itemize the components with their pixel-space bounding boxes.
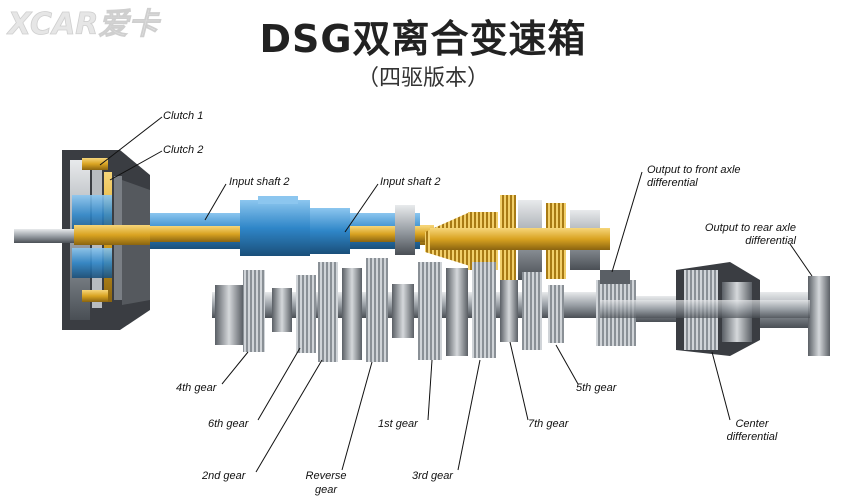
label-output-rear-line2: differential [745,235,796,247]
label-clutch-1: Clutch 1 [163,110,204,122]
input-shaft [14,196,434,256]
label-gear-1: 1st gear [378,418,418,430]
label-input-shaft-2-left: Input shaft 2 [229,176,290,188]
label-gear-3: 3rd gear [412,470,453,482]
watermark-logo: XCAR爱卡 [6,7,162,43]
page-subtitle: （四驱版本） [356,66,489,91]
label-gear-6: 6th gear [208,418,249,430]
label-clutch-2: Clutch 2 [163,144,204,156]
label-gear-2: 2nd gear [202,470,246,482]
lower-countershaft [212,258,632,362]
leader-lines [99,116,813,473]
watermark-text: XCAR爱卡 [6,7,161,42]
label-reverse-line1: Reverse [305,470,347,482]
label-gear-7: 7th gear [528,418,569,430]
output-section [596,262,830,356]
label-reverse-line2: gear [314,484,338,496]
label-output-rear-line1: Output to rear axle [704,222,796,234]
label-output-front-line1: Output to front axle [647,164,741,176]
label-gear-5: 5th gear [576,382,617,394]
label-center-diff-line2: differential [726,431,778,443]
label-center-diff-line1: Center [735,418,769,430]
upper-gear-cluster [425,195,610,285]
label-input-shaft-2-right: Input shaft 2 [380,176,441,188]
page-title: DSG双离合变速箱 [259,17,587,61]
label-output-front-line2: differential [647,177,698,189]
label-gear-4: 4th gear [176,382,217,394]
